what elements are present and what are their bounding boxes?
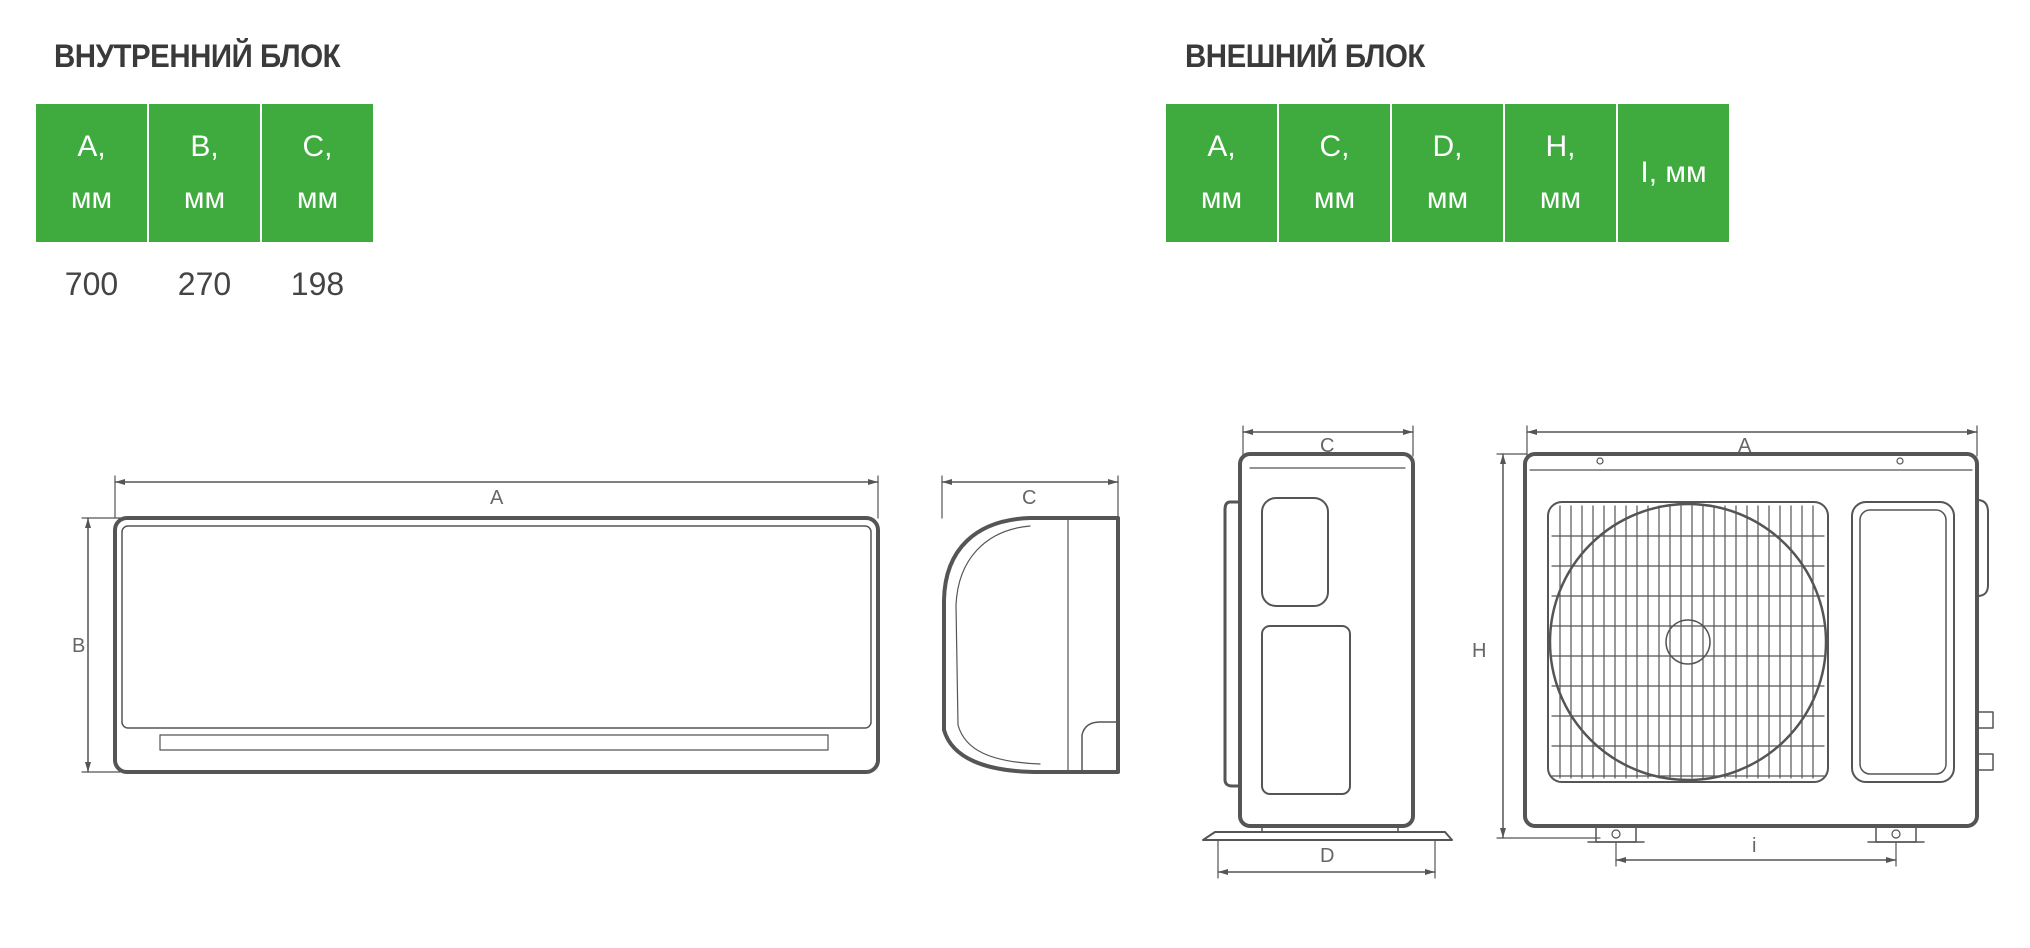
table-header-cell: C, мм xyxy=(262,104,373,242)
header-unit: мм xyxy=(1539,182,1582,215)
header-unit: мм xyxy=(1426,182,1469,215)
dimension-label-c: C xyxy=(1320,435,1334,457)
header-label: C, xyxy=(1319,130,1350,163)
header-label: C, xyxy=(302,130,333,163)
header-label: B, xyxy=(190,130,219,163)
outdoor-spec-table: A, мм C, мм D, мм H, мм I, мм xyxy=(1166,104,1731,242)
header-unit: мм xyxy=(70,182,113,215)
header-label: H, xyxy=(1545,130,1576,163)
header-unit: мм xyxy=(183,182,226,215)
dimension-label-b: B xyxy=(72,635,85,657)
indoor-unit-front-view: A B xyxy=(72,475,880,774)
outdoor-col-c: C, мм xyxy=(1279,104,1390,242)
fan-grille xyxy=(1551,505,1825,779)
header-unit: мм xyxy=(296,182,339,215)
outdoor-col-h: H, мм xyxy=(1505,104,1616,242)
outdoor-unit-title: ВНЕШНИЙ БЛОК xyxy=(1185,38,1425,74)
outdoor-col-d: D, мм xyxy=(1392,104,1503,242)
dimension-label-a: A xyxy=(490,487,504,509)
dimension-label-h: H xyxy=(1472,640,1486,662)
table-header-cell: D, мм xyxy=(1392,104,1503,242)
table-header-cell: A, мм xyxy=(1166,104,1277,242)
header-label: D, xyxy=(1432,130,1463,163)
indoor-spec-table: A, мм 700 B, мм 270 C, мм 198 xyxy=(36,104,375,303)
dimension-label-a: A xyxy=(1738,435,1752,457)
table-header-cell: B, мм xyxy=(149,104,260,242)
indoor-unit-side-view: C xyxy=(941,475,1120,774)
table-value: 198 xyxy=(290,266,345,302)
header-label: A, xyxy=(77,130,106,163)
header-label: I, мм xyxy=(1640,156,1707,189)
outdoor-unit-side-view: C D xyxy=(1202,425,1453,879)
table-value: 700 xyxy=(64,266,119,302)
table-header-cell: I, мм xyxy=(1618,104,1729,242)
table-header-cell: H, мм xyxy=(1505,104,1616,242)
dimension-label-c: C xyxy=(1022,487,1036,509)
table-header-cell: A, мм xyxy=(36,104,147,242)
dimension-label-d: D xyxy=(1320,845,1334,867)
table-header-cell: C, мм xyxy=(1279,104,1390,242)
header-unit: мм xyxy=(1200,182,1243,215)
outdoor-col-i: I, мм xyxy=(1618,104,1729,242)
indoor-col-a: A, мм 700 xyxy=(36,104,147,303)
dimension-label-i: i xyxy=(1752,835,1756,857)
table-value: 270 xyxy=(177,266,232,302)
header-unit: мм xyxy=(1313,182,1356,215)
indoor-unit-title: ВНУТРЕННИЙ БЛОК xyxy=(54,38,341,74)
header-label: A, xyxy=(1207,130,1236,163)
dimension-drawings: A B C C xyxy=(72,425,1994,879)
indoor-col-b: B, мм 270 xyxy=(149,104,260,303)
indoor-col-c: C, мм 198 xyxy=(262,104,373,303)
outdoor-unit-front-view: A H i xyxy=(1472,425,1994,867)
outdoor-col-a: A, мм xyxy=(1166,104,1277,242)
